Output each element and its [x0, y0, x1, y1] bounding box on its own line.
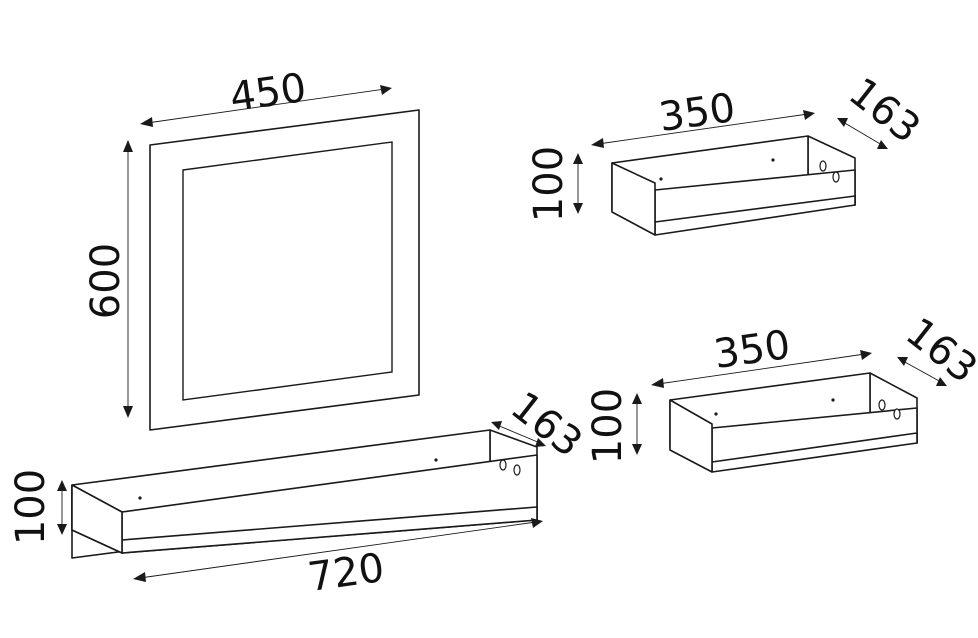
shelf-long-height-dimension: 100 [8, 469, 67, 545]
shelf-long-screw [138, 496, 142, 500]
shelf-top-left-panel [611, 162, 656, 236]
shelf-long-length-label: 720 [305, 545, 387, 601]
shelf-bottom-depth-dimension: 163 [897, 309, 978, 392]
shelf-top-depth-dimension: 163 [837, 69, 929, 152]
shelf-bottom-length-label: 350 [711, 322, 793, 378]
shelf-long-screw [434, 458, 438, 462]
shelf-top-hole [819, 160, 827, 172]
shelf-bottom-height-dimension: 100 [585, 388, 642, 464]
shelf-long-length-dimension: 720 [133, 518, 543, 601]
shelf-long-height-label: 100 [8, 469, 54, 545]
shelf-bottom [669, 372, 918, 473]
mirror [149, 109, 420, 431]
shelf-top-depth-label: 163 [840, 69, 928, 152]
shelf-top [611, 135, 856, 236]
shelf-long-hole [513, 464, 521, 476]
mirror-width-label: 450 [227, 65, 309, 121]
shelf-top-height-dimension: 100 [526, 146, 583, 222]
shelf-bottom-hole [893, 408, 901, 420]
shelf-top-screw [771, 158, 775, 162]
shelf-long-left-front [71, 484, 123, 554]
shelf-bottom-height-label: 100 [585, 388, 631, 464]
shelf-bottom-screw [831, 398, 835, 402]
mirror-height-dimension: 600 [83, 140, 133, 418]
shelf-bottom-screw [714, 412, 718, 416]
shelf-top-length-dimension: 350 [591, 85, 815, 148]
mirror-frame [149, 109, 420, 431]
shelf-top-length-label: 350 [656, 85, 738, 141]
shelf-top-hole [832, 171, 840, 183]
shelf-long [71, 429, 538, 559]
shelf-bottom-length-dimension: 350 [651, 322, 872, 388]
mirror-width-dimension: 450 [140, 65, 392, 127]
shelf-top-screw [659, 177, 663, 181]
mirror-height-label: 600 [83, 243, 129, 319]
shelf-top-height-label: 100 [526, 146, 572, 222]
shelf-bottom-hole [878, 399, 886, 411]
shelf-bottom-left-panel [669, 399, 713, 473]
mirror-glass [182, 141, 393, 401]
shelf-long-hole [499, 459, 507, 471]
